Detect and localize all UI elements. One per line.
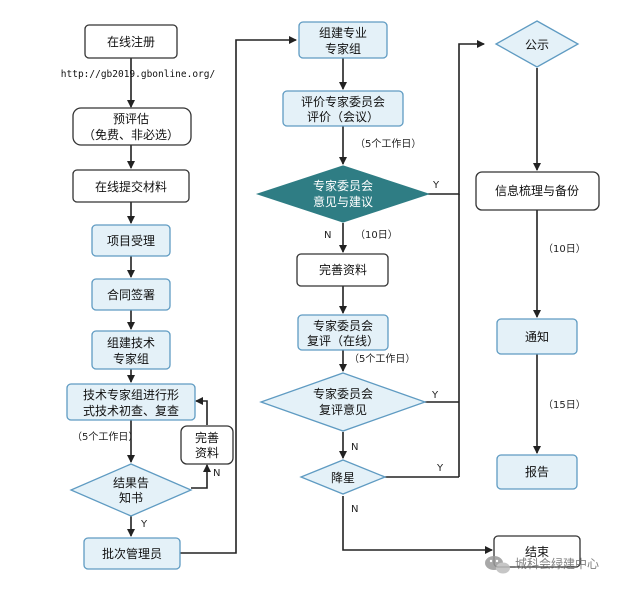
arrow-batch-buildprof [180, 36, 297, 554]
reopinion-n-label: N [351, 442, 358, 453]
opinion-y-label: Y [432, 180, 440, 191]
connectors [127, 36, 541, 554]
reeval-days: （5个工作日） [349, 353, 415, 365]
notice-line2: 知书 [119, 491, 143, 505]
node-downgrade: 降星 [299, 459, 387, 495]
build-tech-line2: 专家组 [113, 351, 149, 366]
build-prof-line2: 专家组 [325, 41, 361, 56]
node-committee-opinion: 专家委员会 意见与建议 [255, 165, 431, 223]
publicity-label: 公示 [525, 38, 549, 52]
notice-y-label: Y [140, 519, 148, 530]
arrow-notice-complete [191, 464, 211, 489]
contract-label: 合同签署 [107, 287, 155, 302]
opinion-line2: 意见与建议 [313, 194, 373, 209]
notice-n-label: N [213, 468, 220, 479]
node-batch-admin: 批次管理员 [83, 537, 181, 570]
node-register: 在线注册 [84, 24, 178, 59]
node-report: 报告 [496, 454, 578, 490]
arrow-downgrade-end [342, 496, 493, 554]
node-committee-eval: 评价专家委员会 评价（会议） [282, 90, 404, 127]
committee-line2: 评价（会议） [307, 110, 379, 124]
notify-days: （15日） [543, 399, 586, 411]
reopinion-y-label: Y [431, 390, 439, 401]
tech-review-line1: 技术专家组进行形 [83, 387, 179, 402]
report-label: 报告 [525, 464, 549, 479]
register-url: http://gb2019.gbonline.org/ [61, 69, 215, 80]
wechat-icon [485, 556, 510, 574]
reopinion-line1: 专家委员会 [313, 386, 373, 401]
watermark: 城科会绿建中心 [485, 556, 599, 574]
reeval-line1: 专家委员会 [313, 318, 373, 333]
watermark-text: 城科会绿建中心 [515, 556, 599, 571]
downgrade-label: 降星 [331, 471, 355, 485]
archive-label: 信息梳理与备份 [495, 183, 579, 198]
node-tech-review: 技术专家组进行形 式技术初查、复查 [66, 383, 196, 421]
build-tech-line1: 组建技术 [107, 336, 155, 350]
node-complete-materials: 完善 资料 [180, 425, 234, 465]
improve-label: 完善资料 [319, 262, 367, 277]
node-contract: 合同签署 [91, 278, 171, 311]
arrow-complete-review [195, 397, 208, 425]
reeval-line2: 复评（在线） [307, 334, 379, 348]
node-notify: 通知 [496, 318, 578, 355]
opinion-n-label: N [324, 230, 331, 241]
node-submit: 在线提交材料 [72, 169, 190, 203]
node-build-prof-group: 组建专业 专家组 [298, 21, 388, 59]
node-accept: 项目受理 [91, 224, 171, 257]
opinion-days: （10日） [355, 229, 398, 241]
node-pre-evaluation: 预评估 （免费、非必选） [72, 107, 192, 146]
reopinion-line2: 复评意见 [319, 402, 367, 417]
complete-line2: 资料 [195, 446, 219, 460]
notify-label: 通知 [525, 330, 549, 344]
opinion-line1: 专家委员会 [313, 178, 373, 193]
node-committee-reeval: 专家委员会 复评（在线） [297, 314, 389, 351]
node-result-notice: 结果告 知书 [69, 463, 193, 517]
accept-label: 项目受理 [107, 234, 155, 248]
notice-line1: 结果告 [113, 476, 149, 490]
tech-review-days: （5个工作日） [72, 431, 138, 443]
node-publicity: 公示 [494, 20, 580, 68]
build-prof-line1: 组建专业 [319, 25, 367, 40]
node-end: 结束 [493, 535, 581, 568]
arrow-opinion-publicity [428, 40, 485, 195]
downgrade-n-label: N [351, 504, 358, 515]
committee-days: （5个工作日） [355, 138, 421, 150]
complete-line1: 完善 [195, 430, 219, 445]
archive-days: （10日） [543, 243, 586, 255]
pre-eval-line1: 预评估 [113, 112, 149, 126]
register-label: 在线注册 [107, 34, 155, 49]
node-build-tech-group: 组建技术 专家组 [91, 330, 171, 370]
submit-label: 在线提交材料 [95, 179, 167, 194]
node-reeval-opinion: 专家委员会 复评意见 [259, 372, 427, 432]
batch-admin-label: 批次管理员 [102, 546, 162, 561]
end-label: 结束 [525, 545, 549, 559]
pre-eval-line2: （免费、非必选） [83, 127, 179, 142]
downgrade-y-label: Y [436, 463, 444, 474]
node-info-archive: 信息梳理与备份 [475, 171, 600, 211]
node-improve-materials: 完善资料 [296, 253, 389, 287]
tech-review-line2: 式技术初查、复查 [83, 404, 179, 418]
committee-line1: 评价专家委员会 [301, 94, 385, 109]
